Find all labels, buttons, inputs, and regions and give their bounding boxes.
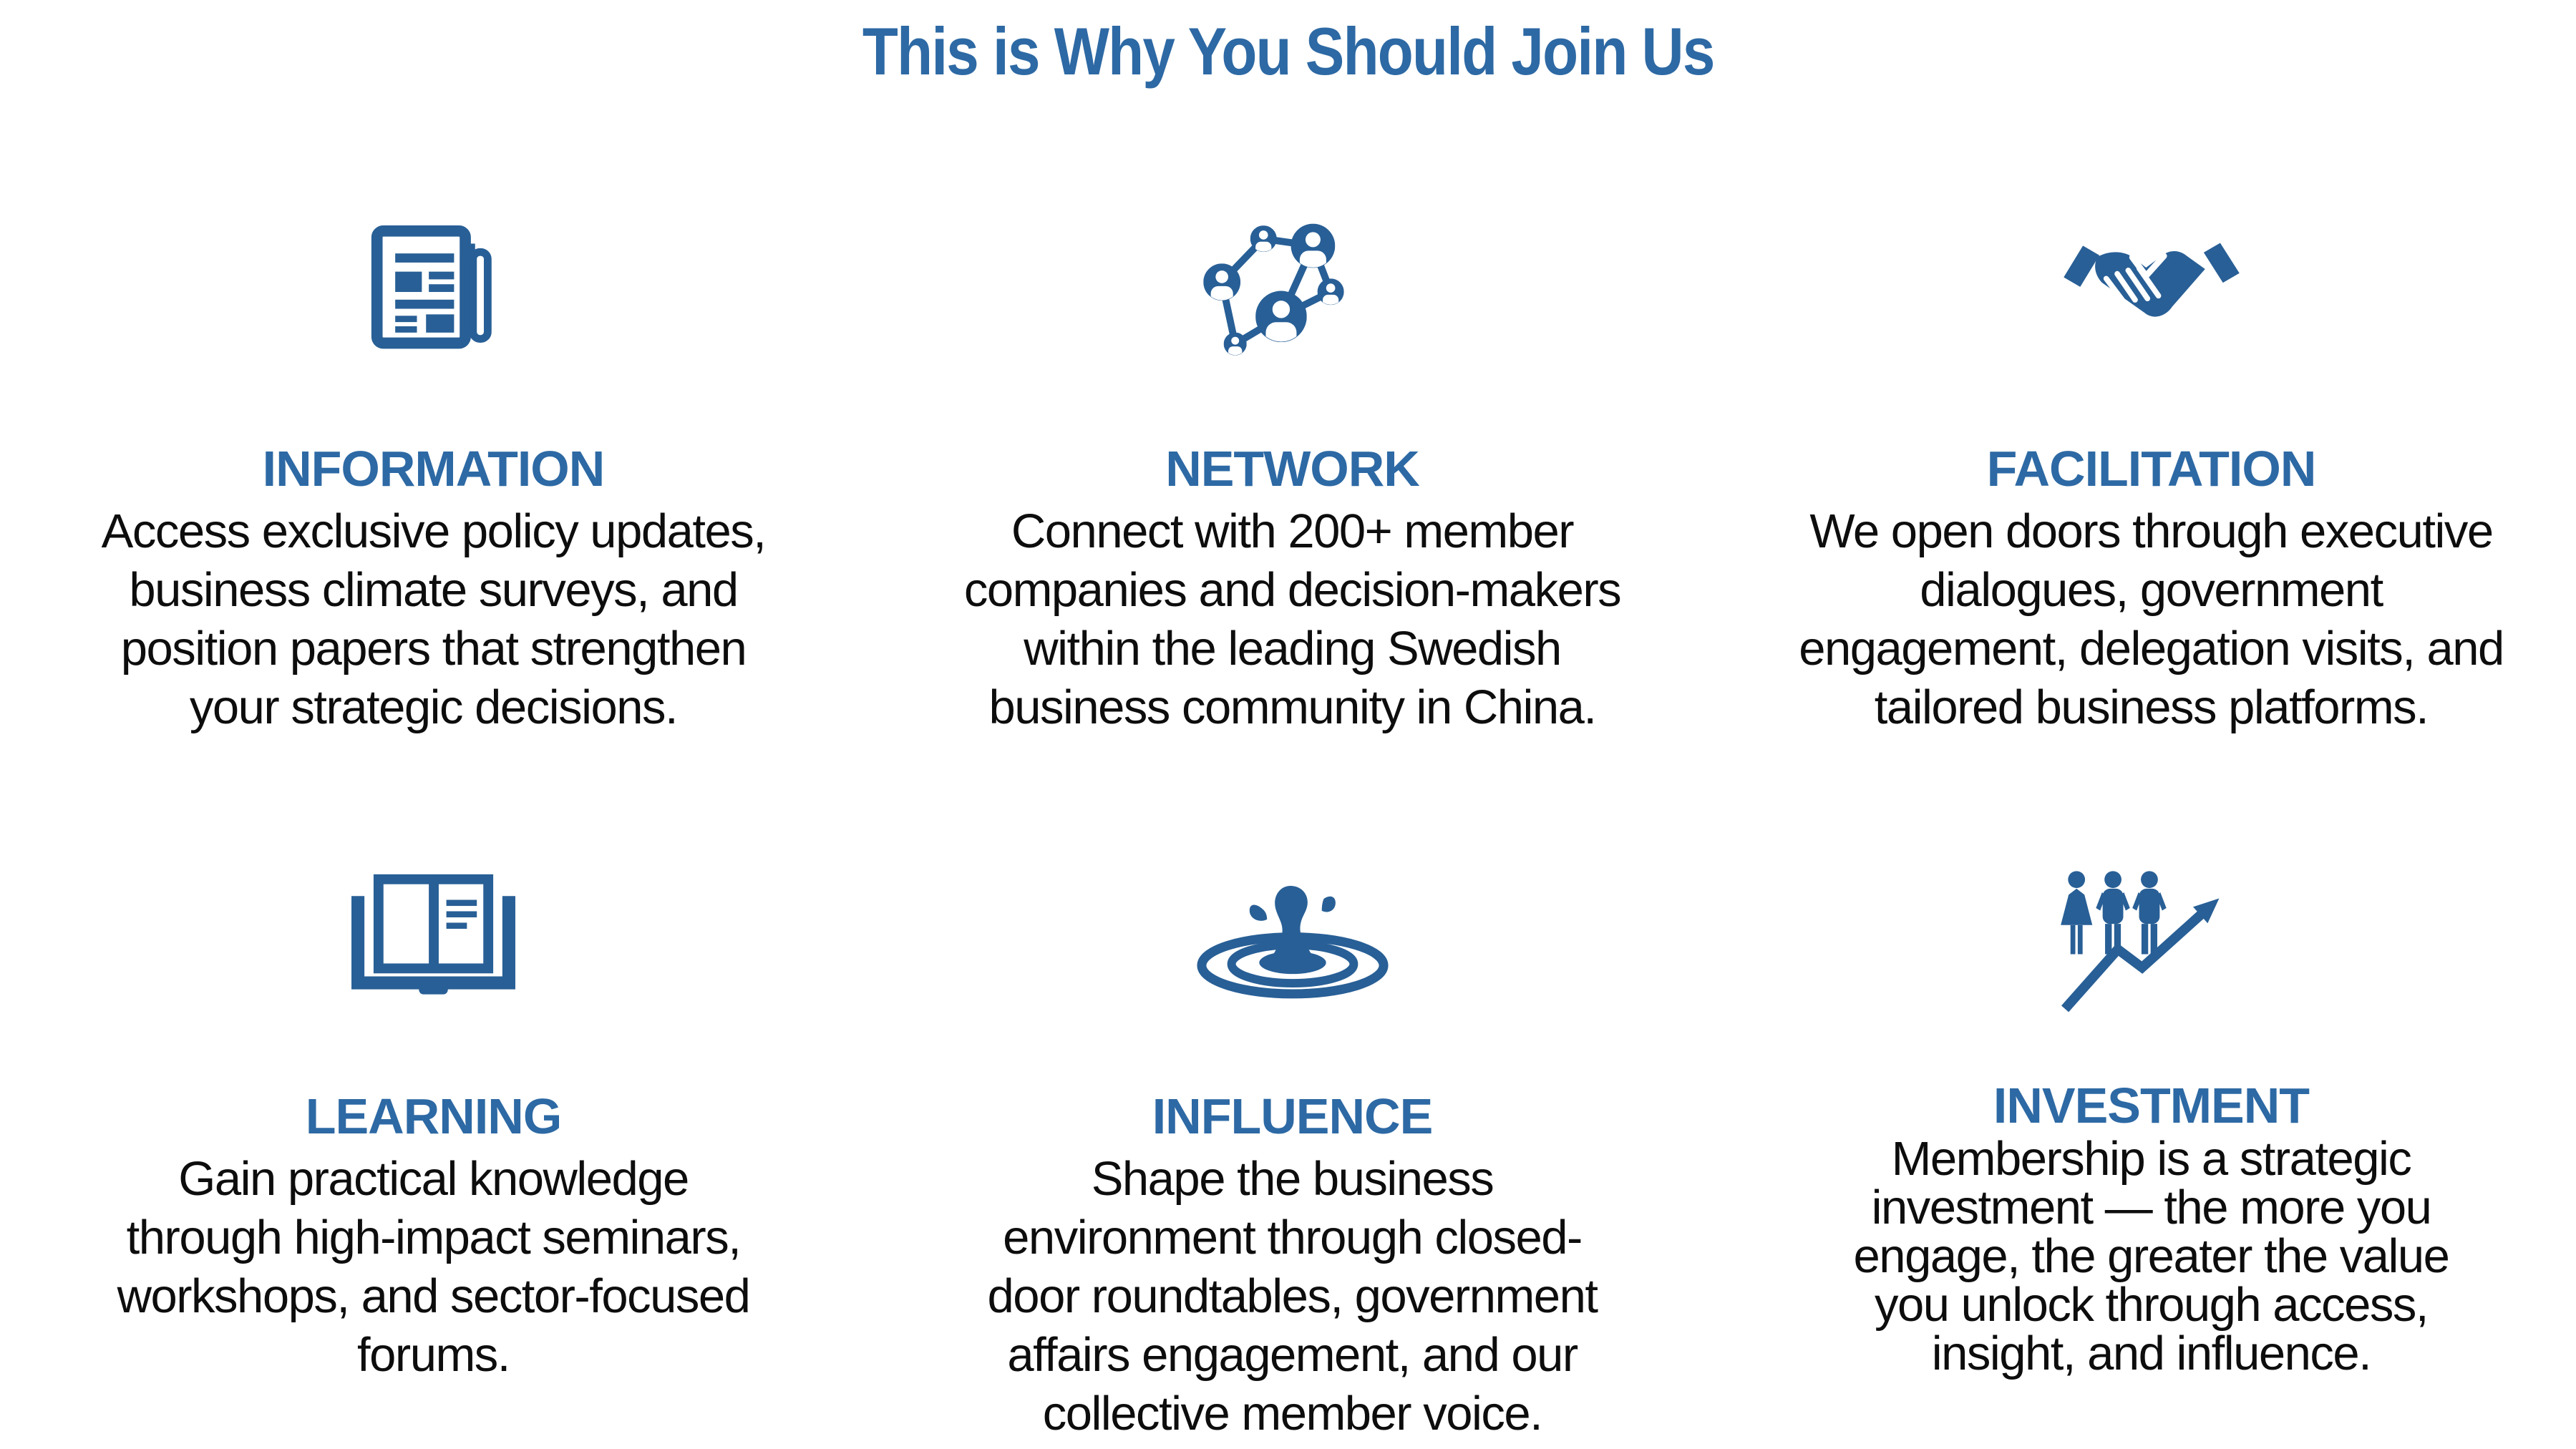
card-body-facilitation: We open doors through executive dialogue… (1799, 504, 2504, 734)
card-heading-influence: INFLUENCE (1152, 1088, 1434, 1144)
card-body-information: Access exclusive policy updates, busines… (101, 504, 767, 734)
card-heading-network: NETWORK (1165, 441, 1420, 497)
water-ripple-icon (1196, 886, 1389, 999)
card-heading-learning: LEARNING (305, 1088, 563, 1144)
people-growth-arrow-icon (2061, 871, 2220, 1013)
card-network: NETWORK Connect with 200+ member compani… (886, 213, 1698, 737)
card-body-investment: Membership is a strategic investment — t… (1853, 1132, 2450, 1380)
card-influence: INFLUENCE Shape the business environment… (886, 861, 1698, 1443)
card-body-influence: Shape the business environment through c… (987, 1152, 1598, 1440)
card-body-learning: Gain practical knowledge through high-im… (117, 1152, 751, 1382)
people-network-icon (1200, 218, 1386, 368)
card-body-network: Connect with 200+ member companies and d… (963, 504, 1622, 734)
open-book-icon (351, 874, 515, 995)
newspaper-icon (371, 225, 492, 349)
card-facilitation: FACILITATION We open doors through execu… (1745, 213, 2557, 737)
card-heading-investment: INVESTMENT (1993, 1078, 2310, 1133)
page-title-text: This is Why You Should Join Us (862, 14, 1715, 89)
page-title: This is Why You Should Join Us (0, 13, 2576, 90)
card-information: INFORMATION Access exclusive policy upda… (27, 213, 840, 737)
card-heading-facilitation: FACILITATION (1986, 441, 2317, 497)
handshake-icon (2063, 243, 2240, 317)
card-learning: LEARNING Gain practical knowledge throug… (27, 861, 840, 1385)
card-heading-information: INFORMATION (262, 441, 606, 497)
card-investment: INVESTMENT Membership is a strategic inv… (1745, 861, 2557, 1378)
